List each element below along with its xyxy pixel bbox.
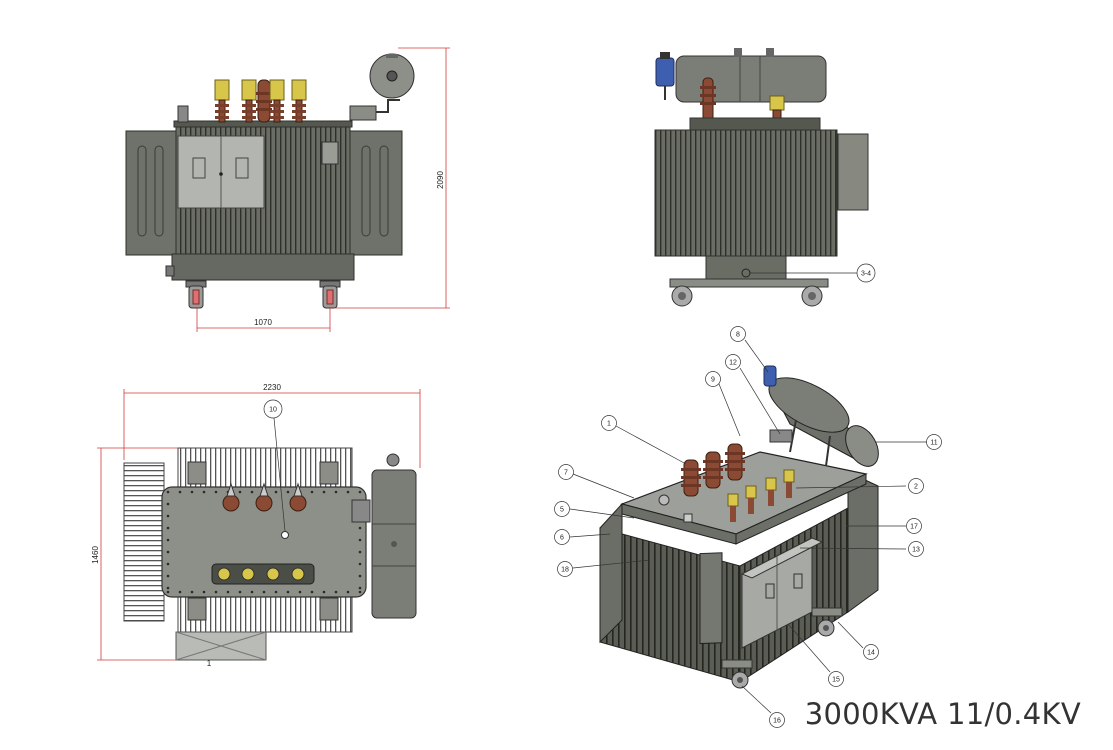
iso-callout-label: 2 <box>914 483 918 490</box>
iso-callout-label: 17 <box>910 523 918 530</box>
iso-callout-label: 11 <box>930 439 937 446</box>
iso-callout-15: 15 <box>828 671 844 687</box>
front-bushings <box>214 79 307 123</box>
iso-callout-2: 2 <box>908 478 924 494</box>
height-dimension-label: 2090 <box>436 171 445 189</box>
front-view: 2090 1070 <box>125 47 450 332</box>
iso-callout-label: 6 <box>560 534 564 541</box>
iso-callout-label: 18 <box>561 566 569 573</box>
iso-lv-bushings <box>727 469 795 522</box>
side-view: 3-4 <box>654 48 876 307</box>
drain-valve-callout: 3-4 <box>861 271 871 278</box>
silica-gel-breather <box>655 57 675 87</box>
iso-leader-lines <box>569 339 932 714</box>
iso-callout-label: 1 <box>607 420 611 427</box>
iso-callout-9: 9 <box>705 371 721 387</box>
iso-callout-7: 7 <box>558 464 574 480</box>
top-callout-10: 10 <box>269 407 277 414</box>
side-tank-fins <box>654 129 838 257</box>
top-view: 1 10 <box>91 383 421 668</box>
overall-width-label: 2230 <box>263 383 281 392</box>
top-dimensions <box>97 389 421 661</box>
iso-callout-1: 1 <box>601 415 617 431</box>
front-dimensions <box>196 47 450 332</box>
top-left-fins <box>123 462 165 622</box>
iso-callout-18: 18 <box>557 561 573 577</box>
iso-callout-label: 7 <box>564 469 568 476</box>
iso-callout-16: 16 <box>769 712 785 728</box>
iso-callout-label: 8 <box>736 331 740 338</box>
iso-conservator <box>763 365 879 468</box>
iso-callout-8: 8 <box>730 326 746 342</box>
iso-callout-6: 6 <box>554 529 570 545</box>
iso-callout-label: 5 <box>560 506 564 513</box>
left-radiator-panel <box>125 130 177 256</box>
iso-callout-12: 12 <box>725 354 741 370</box>
iso-callout-label: 15 <box>832 676 840 683</box>
iso-callout-label: 14 <box>867 649 875 656</box>
iso-callout-5: 5 <box>554 501 570 517</box>
transformer-rating-title: 3000KVA 11/0.4KV <box>804 697 1081 731</box>
iso-callout-13: 13 <box>908 541 924 557</box>
iso-callout-label: 12 <box>729 359 737 366</box>
top-base-mark: 1 <box>207 659 212 668</box>
front-wheels <box>185 280 341 309</box>
iso-callout-label: 13 <box>912 546 920 553</box>
iso-hv-bushings <box>681 443 745 497</box>
iso-callout-14: 14 <box>863 644 879 660</box>
side-terminal-box <box>837 133 869 211</box>
overall-depth-label: 1460 <box>91 546 100 564</box>
right-radiator-panel <box>349 130 403 256</box>
iso-callout-label: 9 <box>711 376 715 383</box>
iso-callout-11: 11 <box>926 434 942 450</box>
iso-callout-17: 17 <box>906 518 922 534</box>
wheel-gauge-dimension-label: 1070 <box>254 318 272 327</box>
iso-callout-label: 16 <box>773 717 781 724</box>
side-conservator <box>675 55 827 103</box>
